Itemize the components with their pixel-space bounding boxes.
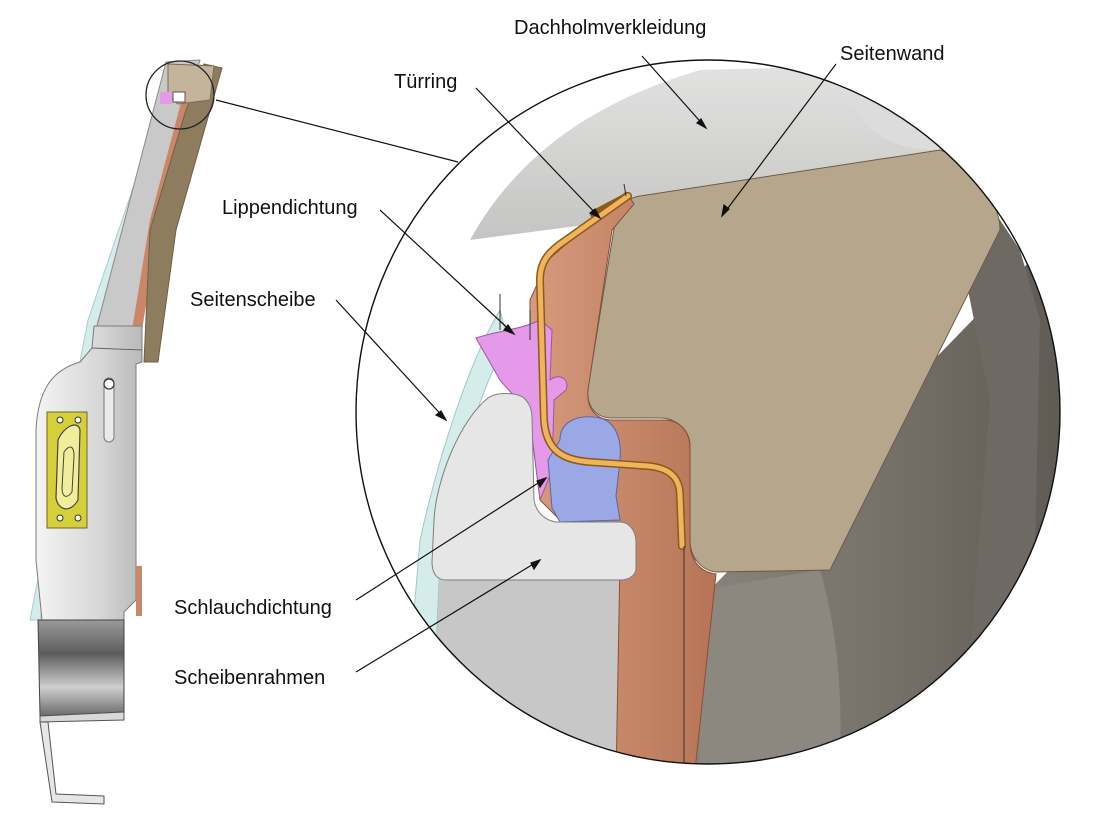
label-tuerring: Türring: [394, 71, 458, 93]
detail-tube-seal: [547, 416, 621, 523]
leader-schlauchdichtung: [355, 477, 547, 601]
detail-lower-trim: [420, 560, 640, 764]
overview-magnifier-circle: [145, 60, 215, 130]
overview-sill: [37, 619, 125, 717]
leader-lippendichtung: [379, 209, 515, 335]
detail-view: [356, 60, 1060, 764]
detail-circle-outline: [355, 59, 1061, 765]
overview-bottom-hook: [39, 721, 105, 805]
label-lippendichtung: Lippendichtung: [222, 197, 358, 219]
leader-seitenwand: [721, 63, 837, 217]
detail-window-frame: [431, 393, 637, 581]
leader-tuerring: [475, 87, 601, 219]
magnifier-connector-top: [215, 99, 459, 163]
label-dachholmverkleidung: Dachholmverkleidung: [514, 17, 707, 39]
label-seitenscheibe: Seitenscheibe: [190, 289, 316, 311]
leader-scheibenrahmen: [355, 559, 541, 673]
leader-seitenscheibe: [335, 299, 447, 421]
leader-dachholmverkleidung: [641, 55, 707, 129]
label-scheibenrahmen: Scheibenrahmen: [174, 667, 326, 689]
label-seitenwand: Seitenwand: [840, 43, 945, 65]
overview-window-rod: [103, 377, 115, 443]
leader-lines: [335, 55, 837, 673]
overview-section: [29, 59, 223, 805]
overview-lip-seal: [160, 92, 172, 104]
detail-copper-channel: [529, 191, 717, 764]
label-schlauchdichtung: Schlauchdichtung: [174, 597, 332, 619]
overview-door-body: [35, 325, 143, 621]
